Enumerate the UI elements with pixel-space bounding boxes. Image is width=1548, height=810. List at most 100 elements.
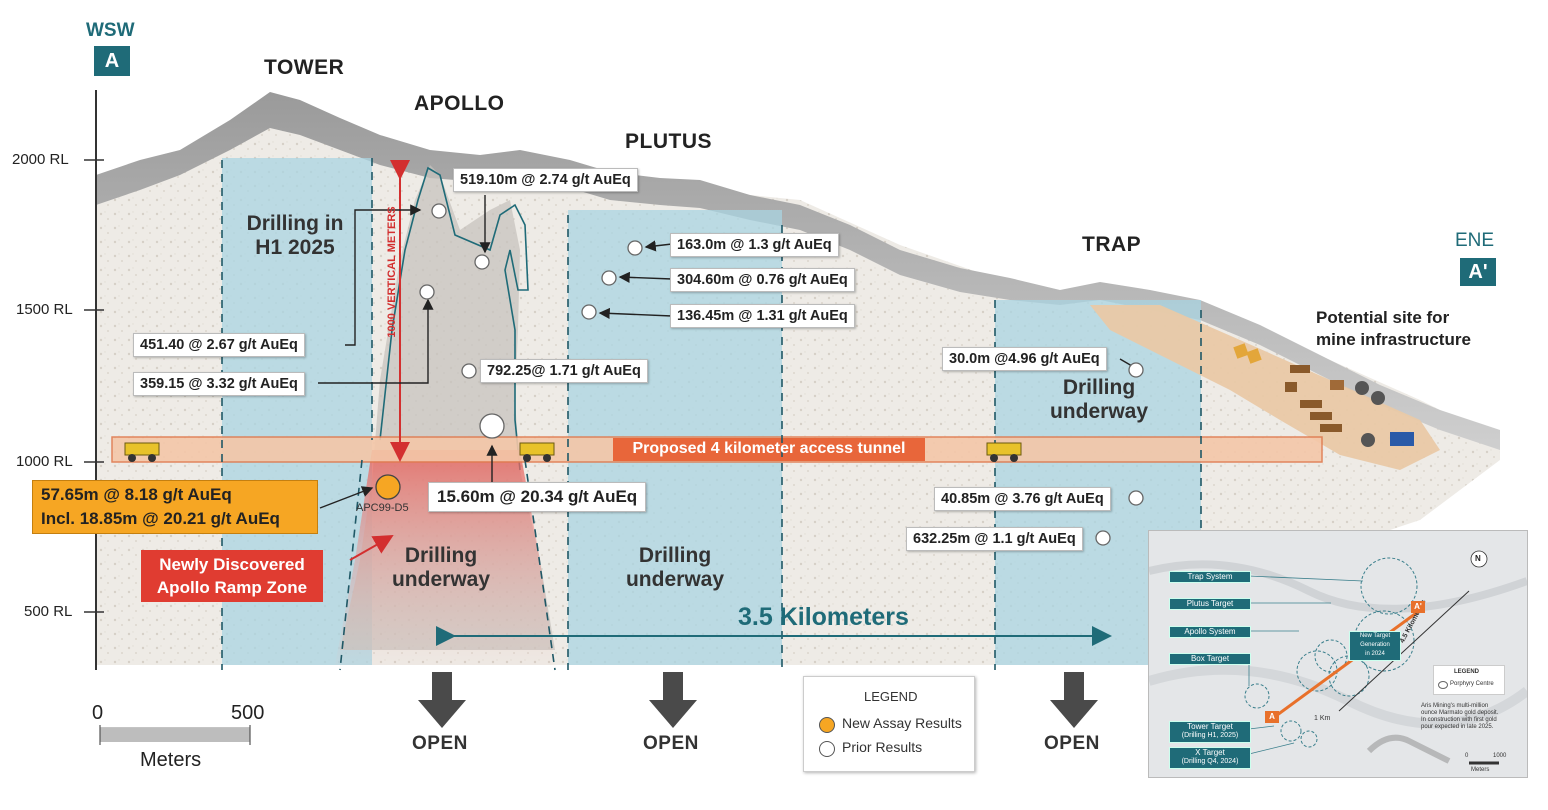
inset-marmato: Aris Mining's multi-million ounce Marmat… — [1421, 703, 1525, 731]
result-callout: 304.60m @ 0.76 g/t AuEq — [670, 268, 855, 292]
tick-1000: 1000 RL — [16, 453, 73, 470]
open-arrow-1 — [418, 672, 466, 728]
new-assay-line1: 57.65m @ 8.18 g/t AuEq — [41, 485, 232, 504]
truck-icon-1 — [124, 442, 160, 462]
result-callout: 136.45m @ 1.31 g/t AuEq — [670, 304, 855, 328]
scale-unit: Meters — [140, 749, 202, 771]
new-assay-line2: Incl. 18.85m @ 20.21 g/t AuEq — [41, 509, 280, 528]
inset-legend-item: Porphyry Centre — [1450, 681, 1494, 687]
trap-status-line2: underway — [1049, 400, 1149, 423]
inset-apollo: Apollo System — [1169, 626, 1251, 638]
tunnel-label-bg — [613, 438, 925, 461]
result-callout-highlight: 15.60m @ 20.34 g/t AuEq — [428, 482, 647, 512]
inset-plutus: Plutus Target — [1169, 598, 1251, 610]
tower-status-line2: H1 2025 — [255, 236, 335, 259]
inset-marker-a-prime: A' — [1411, 601, 1425, 613]
left-direction: WSW — [86, 20, 135, 41]
target-plutus: PLUTUS — [625, 130, 712, 153]
inset-new-target-line2: Generation — [1360, 642, 1390, 648]
inset-new-target-line3: in 2024 — [1365, 651, 1385, 657]
inset-legend-title: LEGEND — [1454, 669, 1480, 675]
inset-marmato-line2: ounce Marmato gold deposit. — [1421, 710, 1499, 716]
tick-500: 500 RL — [24, 603, 73, 620]
tick-2000: 2000 RL — [12, 151, 69, 168]
result-callout: 632.25m @ 1.1 g/t AuEq — [906, 527, 1083, 551]
infrastructure-buildings — [1233, 343, 1414, 447]
tower-status-line1: Drilling in — [246, 212, 344, 235]
target-tower: TOWER — [264, 56, 345, 79]
inset-north-icon: N — [1475, 554, 1481, 563]
section-marker-a-prime: A' — [1460, 258, 1496, 286]
inset-one-km: 1 Km — [1314, 715, 1331, 722]
inset-scale-unit: Meters — [1471, 767, 1490, 773]
result-callout: 40.85m @ 3.76 g/t AuEq — [934, 487, 1111, 511]
legend-new: New Assay Results — [842, 715, 962, 731]
inset-new-target: New Target Generation in 2024 — [1349, 631, 1401, 661]
inset-tower: Tower Target (Drilling H1, 2025) — [1169, 721, 1251, 743]
ramp-zone-line2: Apollo Ramp Zone — [156, 578, 308, 597]
open-label-2: OPEN — [643, 733, 699, 754]
inset-tower-line2: (Drilling H1, 2025) — [1181, 732, 1239, 739]
new-assay-legend-icon — [819, 717, 835, 733]
infrastructure-pad — [1090, 305, 1440, 470]
inset-x-line1: X Target — [1195, 748, 1225, 757]
inset-tower-line1: Tower Target — [1187, 722, 1233, 731]
result-callout: 163.0m @ 1.3 g/t AuEq — [670, 233, 839, 257]
plutus-status: Drilling underway — [612, 544, 738, 592]
inset-x-line2: (Drilling Q4, 2024) — [1181, 758, 1239, 765]
right-direction: ENE — [1455, 230, 1495, 251]
prior-result-markers — [419, 203, 1144, 546]
inset-scale-min: 0 — [1465, 753, 1469, 759]
ramp-arrow — [349, 535, 394, 561]
target-trap: TRAP — [1082, 233, 1142, 256]
scale-min: 0 — [92, 702, 104, 724]
result-callout: 792.25@ 1.71 g/t AuEq — [480, 359, 648, 383]
infrastructure-line2: mine infrastructure — [1316, 330, 1471, 349]
scale-max: 500 — [231, 702, 265, 724]
infrastructure-label: Potential site for mine infrastructure — [1316, 307, 1471, 351]
inset-x-target: X Target (Drilling Q4, 2024) — [1169, 747, 1251, 769]
result-callout: 451.40 @ 2.67 g/t AuEq — [133, 333, 305, 357]
result-callout: 30.0m @4.96 g/t AuEq — [942, 347, 1107, 371]
result-callout: 519.10m @ 2.74 g/t AuEq — [453, 168, 638, 192]
new-assay-marker — [375, 474, 401, 500]
vertical-meters-label: 1000 VERTICAL METERS — [386, 206, 398, 338]
inset-box: Box Target — [1169, 653, 1251, 665]
prior-result-legend-icon — [819, 741, 835, 757]
target-apollo: APOLLO — [414, 92, 505, 115]
mountain-surface — [96, 92, 1500, 450]
new-assay-box: 57.65m @ 8.18 g/t AuEq Incl. 18.85m @ 20… — [32, 480, 318, 534]
tick-1500: 1500 RL — [16, 301, 73, 318]
inset-legend: LEGEND Porphyry Centre — [1433, 665, 1505, 695]
infrastructure-line1: Potential site for — [1316, 308, 1450, 327]
trap-status: Drilling underway — [1036, 376, 1162, 424]
hole-id: APC99-D5 — [356, 502, 409, 514]
truck-icon-3 — [986, 442, 1022, 462]
legend-title: LEGEND — [864, 689, 918, 704]
trap-status-line1: Drilling — [1062, 376, 1136, 399]
apollo-status: Drilling underway — [378, 544, 504, 592]
inset-map: N Trap System Plutus Target Apollo Syste… — [1148, 530, 1528, 778]
open-label-3: OPEN — [1044, 733, 1100, 754]
legend-prior: Prior Results — [842, 739, 923, 755]
ramp-zone-line1: Newly Discovered — [159, 555, 305, 574]
apollo-status-line1: Drilling — [404, 544, 478, 567]
inset-trap: Trap System — [1169, 571, 1251, 583]
truck-icon-2 — [519, 442, 555, 462]
result-callout: 359.15 @ 3.32 g/t AuEq — [133, 372, 305, 396]
plutus-status-line1: Drilling — [638, 544, 712, 567]
inset-marmato-line1: Aris Mining's multi-million — [1421, 703, 1489, 709]
open-arrow-3 — [1050, 672, 1098, 728]
inset-legend-icon — [1438, 681, 1448, 689]
inset-marmato-line4: pour expected in late 2025. — [1421, 724, 1494, 730]
tunnel-label: Proposed 4 kilometer access tunnel — [632, 440, 906, 457]
inset-scale-max: 1000 — [1493, 753, 1507, 759]
apollo-status-line2: underway — [391, 568, 491, 591]
ramp-zone-box: Newly Discovered Apollo Ramp Zone — [141, 550, 323, 602]
tower-status: Drilling in H1 2025 — [232, 212, 358, 260]
open-label-1: OPEN — [412, 733, 468, 754]
distance-label: 3.5 Kilometers — [738, 603, 909, 631]
legend: LEGEND New Assay Results Prior Results — [803, 676, 975, 772]
inset-marmato-line3: In construction with first gold — [1421, 717, 1497, 723]
